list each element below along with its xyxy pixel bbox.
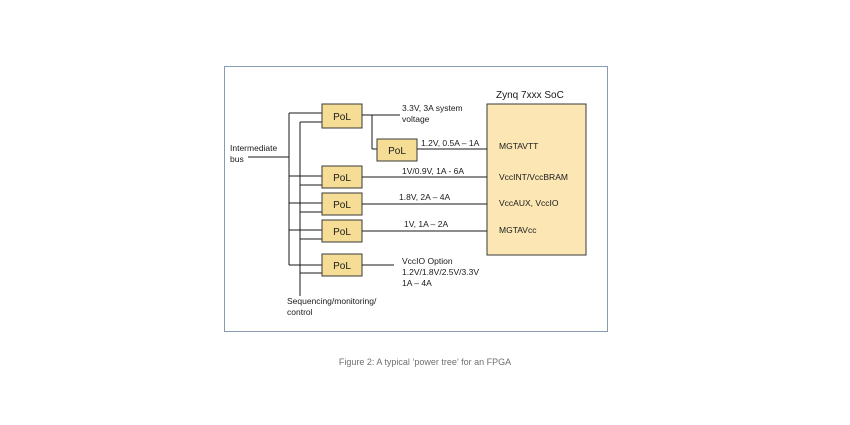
intermediate-bus-label-line2: bus (230, 154, 244, 164)
rail-system-line1: 3.3V, 3A system (402, 103, 463, 113)
sequencing-label-line2: control (287, 307, 313, 317)
pol-vccaux-label: PoL (333, 200, 351, 211)
soc-title: Zynq 7xxx SoC (496, 90, 564, 101)
pol-mgtavtt-label: PoL (388, 146, 406, 157)
rail-vccint: 1V/0.9V, 1A - 6A (402, 166, 464, 176)
pol-system-block (321, 103, 363, 129)
pol-vccio-label: PoL (333, 261, 351, 272)
intermediate-bus-label-line1: Intermediate (230, 143, 278, 153)
rail-vccio-line1: VccIO Option (402, 256, 453, 266)
rail-system-line2: voltage (402, 114, 430, 124)
soc-block (486, 103, 587, 256)
pol-system-label: PoL (333, 112, 351, 123)
rail-vccio-line2: 1.2V/1.8V/2.5V/3.3V (402, 267, 479, 277)
rail-mgtavtt: 1.2V, 0.5A – 1A (421, 138, 480, 148)
pol-mgtavtt-block (376, 138, 418, 162)
rail-vccio-line3: 1A – 4A (402, 278, 432, 288)
pol-vccint-label: PoL (333, 173, 351, 184)
bus-wiring (248, 112, 322, 266)
figure-caption: Figure 2: A typical ‘power tree’ for an … (338, 357, 512, 367)
rail-mgtavcc: 1V, 1A – 2A (404, 219, 448, 229)
control-wiring (299, 121, 322, 296)
rail-vccaux: 1.8V, 2A – 4A (399, 192, 451, 202)
soc-pin-mgtavtt: MGTAVTT (499, 141, 538, 151)
pol-mgtavcc-label: PoL (333, 227, 351, 238)
soc-pin-vccaux: VccAUX, VccIO (499, 198, 559, 208)
soc-pin-mgtavcc: MGTAVcc (499, 225, 537, 235)
sequencing-label-line1: Sequencing/monitoring/ (287, 296, 377, 306)
soc-pin-vccint: VccINT/VccBRAM (499, 172, 568, 182)
